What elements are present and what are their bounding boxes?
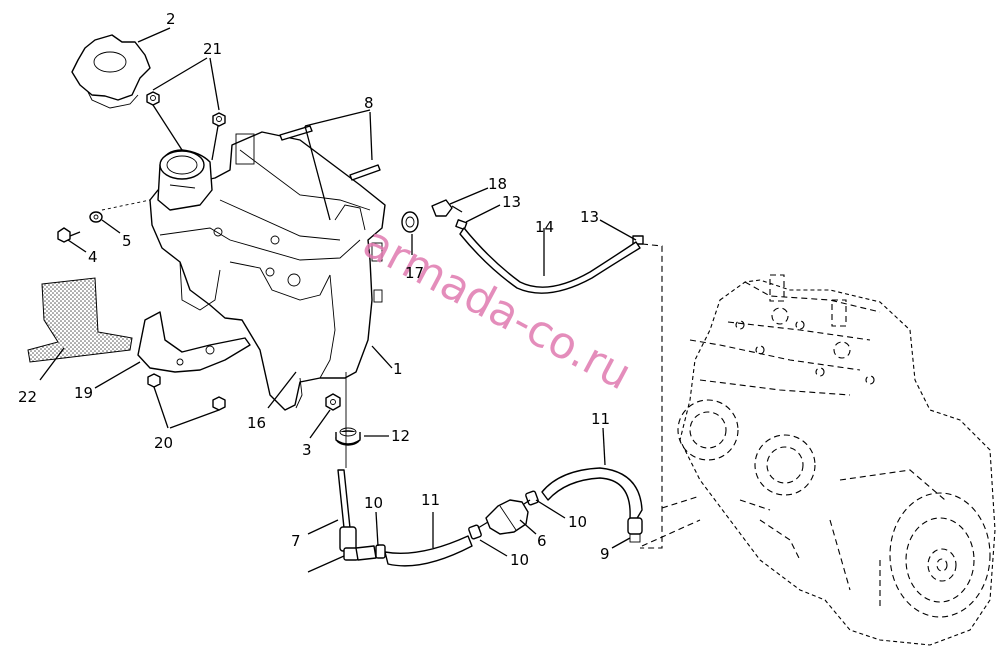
leader-lines [39,27,637,573]
hose-11-upper [541,467,643,521]
hose-14 [459,227,641,294]
callout-16: 18 [488,175,507,193]
callout-13-left: 13 [502,193,521,211]
callout-13-right: 13 [580,208,599,226]
strip-8 [279,125,381,181]
callout-6: 6 [537,532,547,550]
nut-3 [325,393,341,411]
filter-6 [477,499,531,535]
hose-11-lower [384,535,473,567]
callout-21: 22 [18,388,37,406]
grommet-15 [401,211,419,233]
callout-10-right: 10 [568,513,587,531]
oil-reservoir [149,131,386,411]
reservoir-cap [71,34,151,109]
connection-lines [345,243,701,549]
filler-neck [157,149,213,211]
callout-4: 4 [88,248,98,266]
callout-10-bottom: 10 [510,551,529,569]
engine [677,274,996,646]
bolt-4 [57,227,81,243]
callout-2: 2 [166,10,176,28]
callout-10-left: 10 [364,494,383,512]
callout-3: 3 [302,441,312,459]
callout-1: 1 [393,360,403,378]
callout-19: 21 [203,40,222,58]
callout-labels: 2 21 8 5 4 17 18 13 14 13 1 22 19 20 16 … [18,10,610,569]
callout-9: 9 [600,545,610,563]
callout-11-right: 11 [591,410,610,428]
elbow-fitting-16 [431,199,463,217]
callout-12: 12 [391,427,410,445]
pad-21 [27,277,133,363]
clamp-13 [455,219,644,245]
nut-19 [146,91,226,127]
callout-20: 16 [247,414,266,432]
callout-5: 5 [122,232,132,250]
callout-7: 7 [291,532,301,550]
washer-5 [89,211,103,223]
grommet-12 [335,427,361,446]
fitting-22 [355,545,377,561]
sensor-7 [337,469,359,561]
callout-17: 19 [74,384,93,402]
screw-18 [147,373,226,411]
callout-11-left: 11 [421,491,440,509]
callout-14: 14 [535,218,554,236]
callout-15: 17 [405,264,424,282]
bracket-17 [137,311,251,373]
callout-8: 8 [364,94,374,112]
fitting-9 [627,517,643,543]
callout-18: 20 [154,434,173,452]
